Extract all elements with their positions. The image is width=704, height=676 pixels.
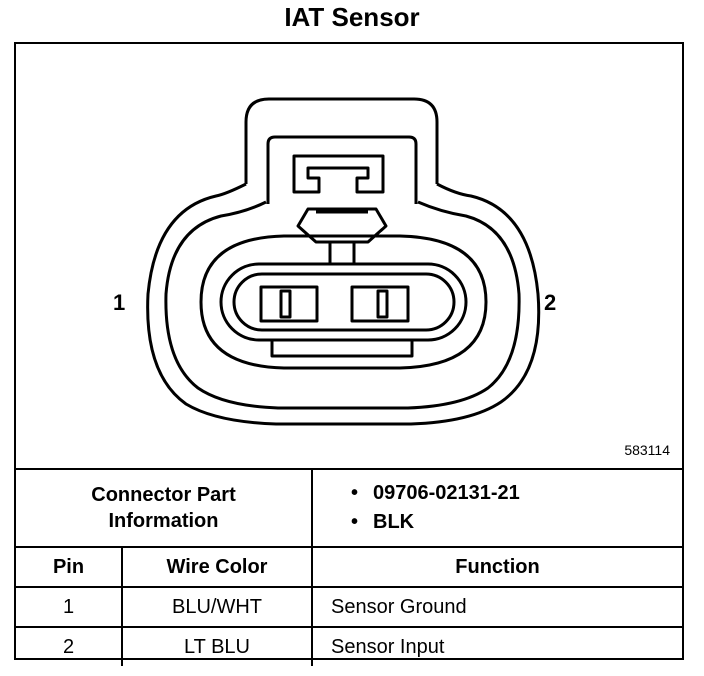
table-row: 2 LT BLU Sensor Input [16,626,682,666]
connector-info-row: Connector Part Information 09706-02131-2… [16,468,682,548]
connector-part-number: 09706-02131-21 [351,479,682,508]
header-wire-color: Wire Color [121,546,313,588]
table-header-row: Pin Wire Color Function [16,546,682,588]
connector-face-illustration [146,97,541,426]
connector-color: BLK [351,508,682,537]
page-title: IAT Sensor [284,2,420,32]
connector-frame: 1 2 583114 Connector Part Information 09… [14,42,684,666]
header-function: Function [311,546,682,588]
cell-wire-color: BLU/WHT [121,586,313,628]
connector-info-list: 09706-02131-21 BLK [311,468,682,548]
header-pin: Pin [16,546,123,588]
cell-function: Sensor Input [311,626,682,666]
table-row: 1 BLU/WHT Sensor Ground [16,586,682,628]
connector-drawing: 1 2 583114 [16,44,682,468]
pinout-table: Connector Part Information 09706-02131-2… [16,468,682,666]
cell-pin: 2 [16,626,123,666]
figure-number: 583114 [624,442,670,458]
pin-1-label: 1 [113,290,126,315]
cell-pin: 1 [16,586,123,628]
connector-info-label: Connector Part Information [16,468,313,548]
cell-wire-color: LT BLU [121,626,313,666]
pin-2-label: 2 [544,290,557,315]
cell-function: Sensor Ground [311,586,682,628]
